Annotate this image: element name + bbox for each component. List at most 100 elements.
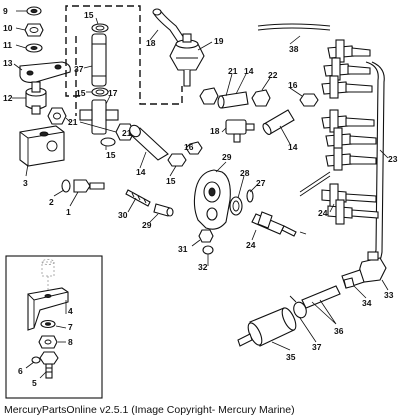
washer-2 — [61, 179, 71, 193]
callout-16-left: 16 — [184, 142, 194, 152]
clamp-15-right — [167, 153, 187, 167]
clamp-36 — [289, 295, 307, 319]
callout-33: 34 — [362, 298, 372, 308]
callout-38: 38 — [289, 44, 299, 54]
fuel-rail-23 — [365, 61, 385, 271]
bracket-plate-13 — [19, 61, 71, 83]
connector-33 — [341, 269, 365, 289]
callout-6: 6 — [18, 366, 23, 376]
leader-lines — [12, 10, 389, 379]
hose-14-center — [129, 124, 169, 161]
nut-10 — [24, 23, 44, 37]
callout-12: 12 — [3, 93, 13, 103]
callout-18: 18 — [210, 126, 220, 136]
inset-washer-6 — [31, 356, 41, 364]
check-valves-24-lower — [299, 171, 379, 225]
callout-21-right: 21 — [122, 128, 132, 138]
inset-bolt-5 — [39, 351, 59, 379]
callout-15-top: 15 — [84, 10, 94, 20]
bolt-1 — [73, 179, 105, 193]
callout-4: 4 — [68, 306, 73, 316]
callout-22-right: 22 — [268, 70, 278, 80]
callout-labels: 9 10 11 13 12 3 2 1 15 37 15 17 21 15 14… — [3, 6, 398, 388]
dashed-vacuum-line — [65, 5, 183, 116]
callout-26: 28 — [240, 168, 250, 178]
clamp-15-lower — [100, 137, 116, 147]
callout-16-right: 16 — [288, 80, 298, 90]
callout-11: 11 — [3, 40, 12, 50]
callout-20: 19 — [214, 36, 224, 46]
check-valve-24-center — [251, 211, 307, 237]
pulse-hose-19 — [152, 8, 185, 43]
callout-25: 27 — [256, 178, 266, 188]
inset-bracket-4 — [27, 287, 69, 331]
callout-8: 8 — [68, 337, 73, 347]
callout-31: 32 — [198, 262, 208, 272]
clamp-15-mid — [91, 87, 109, 97]
hose-14-right — [262, 109, 295, 135]
tee-fitting-18 — [225, 119, 255, 143]
callout-37: 37 — [74, 64, 84, 74]
callout-3: 3 — [23, 178, 28, 188]
callout-32: 33 — [384, 290, 394, 300]
hose-14-upper — [217, 91, 249, 109]
callout-2: 2 — [49, 197, 54, 207]
hose-35 — [301, 285, 341, 309]
seal-25 — [246, 189, 254, 203]
fuel-pump-20 — [169, 33, 205, 87]
callout-21-left: 21 — [68, 117, 78, 127]
callout-22-left: 21 — [228, 66, 238, 76]
nut-21 — [47, 107, 67, 125]
callout-19: 18 — [146, 38, 156, 48]
callout-7: 7 — [68, 322, 73, 332]
callout-15-mid: 15 — [76, 88, 86, 98]
callout-14-upper: 14 — [244, 66, 254, 76]
callout-13: 13 — [3, 58, 13, 68]
mounting-block-3 — [19, 125, 65, 167]
clamp-16-left — [185, 141, 203, 155]
callout-24-lower: 24 — [318, 208, 328, 218]
clamp-22-left — [199, 87, 219, 105]
spacer-28 — [153, 203, 174, 217]
callout-35: 36 — [334, 326, 344, 336]
callout-29: 30 — [118, 210, 128, 220]
callout-15-right: 15 — [166, 176, 176, 186]
callout-1: 1 — [66, 207, 71, 217]
clamp-22-right — [251, 89, 271, 107]
washer-31 — [202, 245, 214, 255]
callout-23: 23 — [388, 154, 398, 164]
elbow-fitting-32 — [358, 251, 387, 283]
inset-nut-8 — [38, 335, 58, 349]
washer-9 — [26, 6, 42, 16]
clamp-16-right — [299, 93, 319, 107]
check-valves-24-upper — [321, 39, 377, 171]
washer-11 — [25, 43, 43, 53]
filter-tube-37 — [91, 33, 107, 87]
callout-34: 35 — [286, 352, 296, 362]
image-caption: MercuryPartsOnline v2.5.1 (Image Copyrig… — [4, 404, 295, 416]
inset-ghost-grommet — [41, 259, 55, 294]
callout-10: 10 — [3, 23, 13, 33]
o-ring-26 — [229, 196, 243, 216]
callout-14-right: 14 — [288, 142, 298, 152]
callout-15-lower: 15 — [106, 150, 116, 160]
bolt-29 — [125, 189, 151, 207]
callout-17: 17 — [108, 88, 118, 98]
callout-30: 31 — [178, 244, 188, 254]
callout-5: 5 — [32, 378, 37, 388]
regulator-housing-27 — [193, 169, 231, 230]
grommet-12 — [25, 81, 47, 115]
callout-9: 9 — [3, 6, 8, 16]
nut-30 — [198, 229, 214, 243]
inset-washer-7 — [40, 319, 56, 329]
callout-36: 37 — [312, 342, 322, 352]
tee-fitting-17 — [79, 99, 119, 135]
fuel-line-38 — [257, 23, 331, 31]
inset-detail-box — [5, 255, 103, 399]
clamp-15-top — [91, 23, 109, 33]
callout-14-center: 14 — [136, 167, 146, 177]
callout-24-center: 24 — [246, 240, 256, 250]
callout-28: 29 — [142, 220, 152, 230]
